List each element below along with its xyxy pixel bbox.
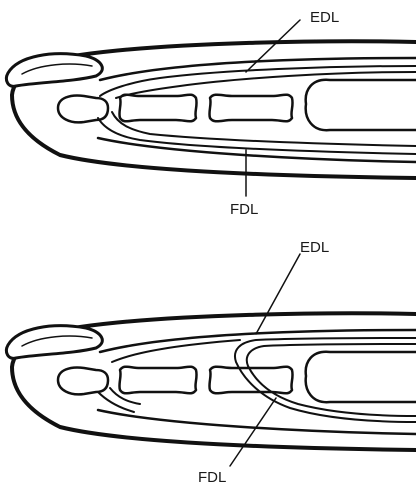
top-edl-leader — [246, 20, 300, 72]
top-proximal-phalanx — [209, 95, 292, 122]
bottom-fdl-leader — [230, 398, 276, 466]
top-toenail — [6, 54, 102, 87]
bottom-fdl-label: FDL — [198, 470, 226, 485]
top-edl-tendon-b — [116, 72, 416, 98]
top-panel — [6, 20, 416, 196]
top-distal-phalanx — [58, 96, 108, 123]
bottom-edl-leader — [256, 254, 300, 334]
bottom-fdl-tendon-b — [110, 388, 140, 404]
bottom-metatarsal-head — [306, 352, 416, 402]
top-fdl-label: FDL — [230, 202, 258, 217]
bottom-edl-label: EDL — [300, 240, 329, 255]
bottom-edl-tendon-b — [247, 344, 416, 416]
bottom-panel — [6, 254, 416, 466]
bottom-middle-phalanx — [119, 367, 196, 394]
bottom-distal-phalanx — [58, 368, 108, 395]
bottom-cavity-upper — [100, 330, 416, 352]
top-edl-label: EDL — [310, 10, 339, 25]
bottom-toenail — [6, 326, 102, 359]
top-metatarsal-head — [306, 80, 416, 130]
top-middle-phalanx — [119, 95, 196, 122]
top-fdl-tendon-a — [98, 118, 416, 154]
bottom-edl-distal — [112, 340, 240, 362]
